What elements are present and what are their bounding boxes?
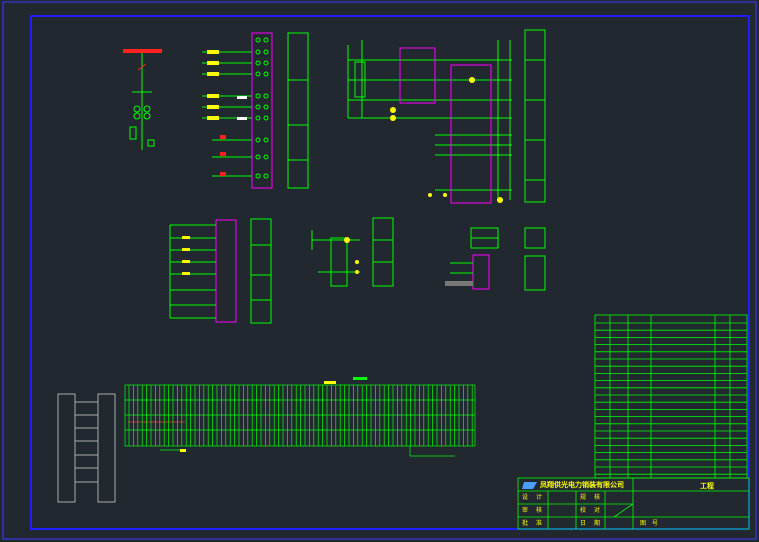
date-suffix: 期 (594, 520, 601, 527)
proofer-label: 校 (580, 507, 587, 514)
control-circuit-f (445, 227, 546, 291)
sheet-label: 图 (640, 520, 647, 527)
company-name: 凤翔供光电力销装有限公司 (540, 481, 624, 489)
designer-label: 设 (522, 494, 529, 501)
control-circuit-d-contacts (182, 236, 190, 275)
control-circuit-b (202, 32, 309, 189)
reviewer-label: 审 (522, 507, 529, 514)
cabinet-outline (57, 393, 116, 503)
checker-suffix: 核 (594, 494, 601, 501)
terminal-row-grid (124, 384, 476, 457)
sheet-number-label: 号 (652, 520, 659, 527)
approver-label: 批 (522, 520, 529, 527)
approver-suffix: 准 (536, 520, 543, 527)
control-circuit-d (169, 218, 272, 324)
primary-single-line-diagram (123, 49, 162, 150)
project-label: 工程 (700, 482, 714, 490)
proofer-suffix: 对 (594, 507, 601, 514)
equipment-table (594, 314, 748, 479)
control-circuit-e-nodes (344, 237, 359, 274)
checker-label: 规 (580, 494, 587, 501)
date-label: 日 (580, 520, 587, 527)
terminal-grid-markers (180, 377, 367, 452)
control-circuit-c (347, 29, 546, 204)
control-circuit-e (311, 217, 394, 287)
control-circuit-b-contacts (207, 50, 226, 176)
designer-suffix: 计 (536, 494, 543, 501)
drawing-inner-frame (30, 15, 750, 530)
reviewer-suffix: 核 (536, 507, 543, 514)
control-circuit-b-terminals (255, 37, 269, 179)
title-block (517, 477, 750, 530)
control-circuit-c-nodes (390, 77, 503, 203)
